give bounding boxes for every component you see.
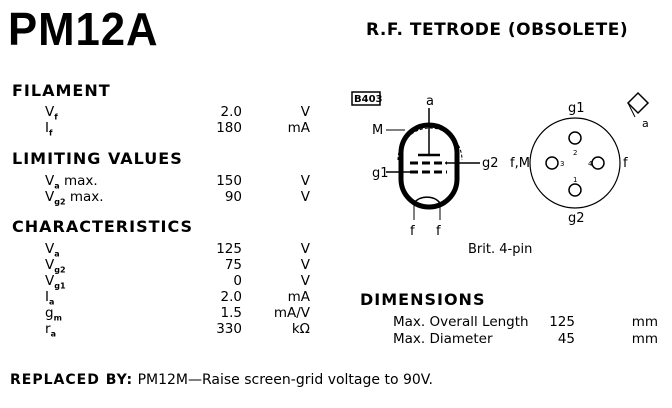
table-row: Va max. 150 V [0, 173, 340, 191]
parameter-unit: mA/V [273, 305, 310, 321]
parameter-label: Vg1 [45, 273, 66, 291]
table-row: ra 330 kΩ [0, 321, 340, 339]
parameter-label: Ia [45, 289, 55, 307]
parameter-value: 180 [216, 120, 242, 136]
parameter-unit: V [300, 104, 310, 120]
parameter-unit: V [300, 189, 310, 205]
table-row: Vg2 75 V [0, 257, 340, 275]
parameter-value: 90 [224, 189, 242, 205]
anode-label: a [426, 94, 434, 109]
table-row: Vf 2.0 V [0, 104, 340, 122]
pin-2-number: 2 [573, 149, 577, 157]
parameter-label: Va max. [45, 173, 98, 191]
g1-label: g1 [372, 166, 389, 181]
replaced-by-note: REPLACED BY: PM12M—Raise screen-grid vol… [10, 372, 433, 388]
dimension-row: Max. Diameter 45 mm [0, 331, 672, 347]
filament-pin-label-1: f [410, 224, 415, 239]
table-row: If 180 mA [0, 120, 340, 138]
pin-4-number: 4 [588, 160, 593, 168]
filament-pin-label-2: f [436, 224, 441, 239]
dimensions-heading: DIMENSIONS [360, 290, 486, 309]
filament-heading: FILAMENT [12, 81, 111, 100]
dimension-unit: mm [631, 331, 658, 347]
table-row: gm 1.5 mA/V [0, 305, 340, 323]
parameter-label: If [45, 120, 53, 138]
parameter-unit: V [300, 273, 310, 289]
parameter-unit: V [300, 241, 310, 257]
cap-label: a [642, 117, 649, 130]
dimension-row: Max. Overall Length 125 mm [0, 314, 672, 330]
replaced-by-label: REPLACED BY: [10, 372, 134, 388]
parameter-value: 2.0 [220, 104, 242, 120]
parameter-value: 1.5 [220, 305, 242, 321]
page-title: PM12A [8, 3, 159, 55]
dimension-value: 125 [549, 314, 575, 330]
parameter-value: 125 [216, 241, 242, 257]
page-subtitle: R.F. TETRODE (OBSOLETE) [366, 20, 629, 40]
parameter-unit: V [300, 257, 310, 273]
parameter-unit: kΩ [291, 321, 310, 337]
base-top-label: g1 [568, 101, 585, 116]
parameter-label: Vg2 [45, 257, 66, 275]
table-row: Vg1 0 V [0, 273, 340, 291]
pin-1-number: 1 [573, 176, 577, 184]
parameter-label: Vf [45, 104, 58, 122]
characteristics-heading: CHARACTERISTICS [12, 217, 194, 236]
parameter-label: gm [45, 305, 62, 323]
dimension-label: Max. Overall Length [393, 314, 529, 330]
pin-3-number: 3 [560, 160, 564, 168]
parameter-value: 330 [216, 321, 242, 337]
base-bottom-label: g2 [568, 211, 585, 226]
parameter-unit: mA [287, 120, 310, 136]
table-row: Vg2 max. 90 V [0, 189, 340, 207]
metal-label: M [372, 123, 383, 138]
limiting-values-heading: LIMITING VALUES [12, 149, 183, 168]
parameter-label: Vg2 max. [45, 189, 104, 207]
parameter-value: 150 [216, 173, 242, 189]
tube-diagram: B403 a M g1 g2 f f Brit. 4-pin 2 3 4 1 g… [351, 91, 650, 257]
table-row: Va 125 V [0, 241, 340, 259]
parameter-unit: V [300, 173, 310, 189]
table-row: Ia 2.0 mA [0, 289, 340, 307]
parameter-value: 2.0 [220, 289, 242, 305]
dimension-value: 45 [557, 331, 575, 347]
parameter-value: 75 [224, 257, 242, 273]
g2-label: g2 [482, 156, 499, 171]
top-cap-icon [626, 91, 650, 118]
parameter-value: 0 [233, 273, 242, 289]
base-right-label: f [623, 156, 628, 171]
base-left-label: f,M [510, 156, 530, 171]
parameter-label: Va [45, 241, 60, 259]
dimension-label: Max. Diameter [393, 331, 493, 347]
base-caption: Brit. 4-pin [468, 242, 532, 257]
replaced-by-text: PM12M—Raise screen-grid voltage to 90V. [133, 372, 433, 388]
parameter-unit: mA [287, 289, 310, 305]
base-code: B403 [354, 94, 383, 105]
dimension-unit: mm [631, 314, 658, 330]
parameter-label: ra [45, 321, 56, 339]
